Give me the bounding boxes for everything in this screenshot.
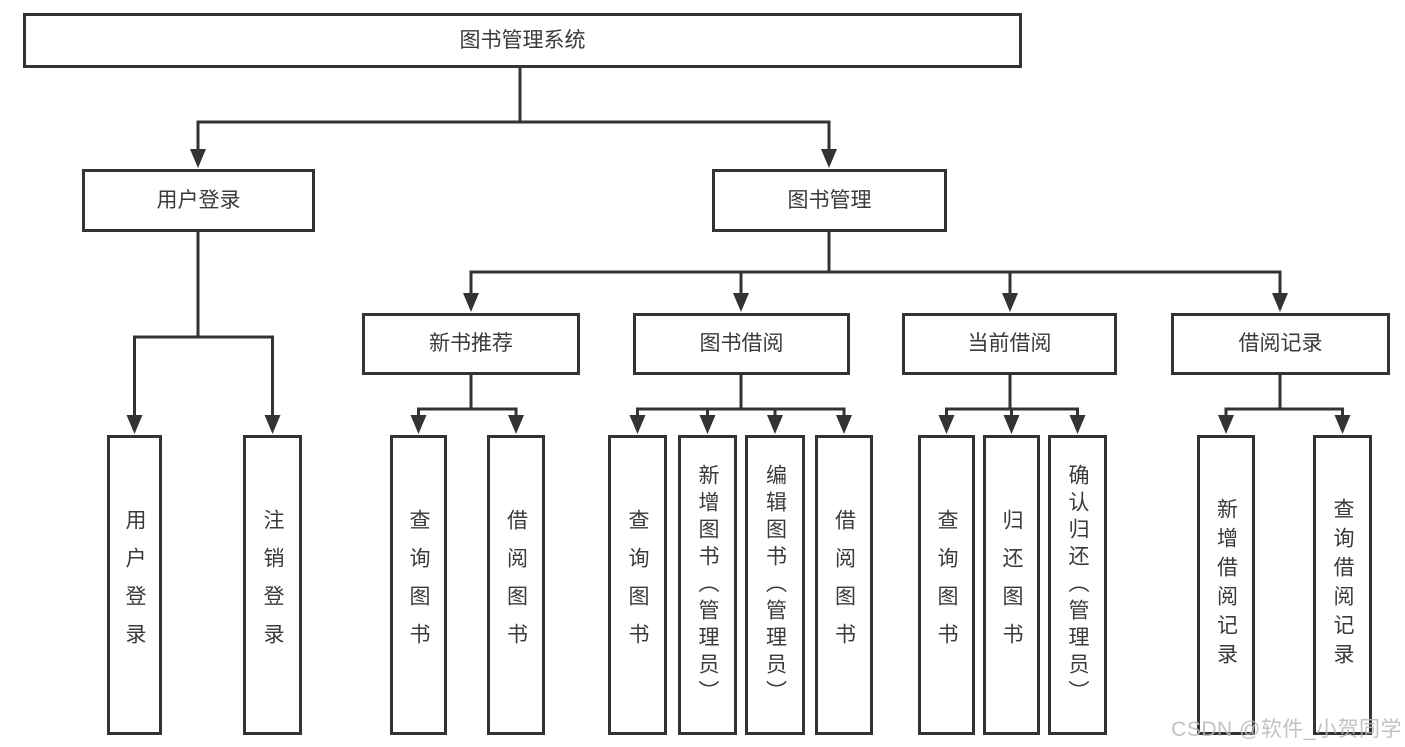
- node-label: 用户登录: [156, 188, 241, 212]
- leaf-add-books-admin: 新增图书（管理员）: [678, 435, 737, 735]
- node-label: 当前借阅: [967, 332, 1052, 356]
- node-label: 归还图书: [1000, 509, 1024, 661]
- node-label: 查询图书: [407, 509, 431, 661]
- node-label: 用户登录: [123, 509, 147, 661]
- leaf-logout: 注销登录: [243, 435, 302, 735]
- node-label: 新增图书（管理员）: [696, 463, 720, 707]
- node-user-login: 用户登录: [82, 169, 315, 232]
- node-borrowing-records: 借阅记录: [1171, 313, 1390, 375]
- node-label: 图书借阅: [699, 332, 784, 356]
- leaf-query-books-current: 查询图书: [918, 435, 975, 735]
- node-label: 编辑图书（管理员）: [763, 463, 787, 707]
- csdn-watermark: CSDN @软件_小贺同学: [1171, 718, 1402, 741]
- node-label: 注销登录: [261, 509, 285, 661]
- node-label: 新增借阅记录: [1214, 498, 1238, 672]
- leaf-borrow-books-recommend: 借阅图书: [487, 435, 545, 735]
- node-book-management: 图书管理: [712, 169, 947, 232]
- leaf-query-borrow-record: 查询借阅记录: [1313, 435, 1372, 735]
- leaf-query-books-recommend: 查询图书: [390, 435, 447, 735]
- leaf-return-books: 归还图书: [983, 435, 1040, 735]
- leaf-confirm-return-admin: 确认归还（管理员）: [1048, 435, 1107, 735]
- node-library-management-system: 图书管理系统: [23, 13, 1022, 68]
- node-label: 借阅图书: [504, 509, 528, 661]
- node-new-book-recommendation: 新书推荐: [362, 313, 580, 375]
- leaf-edit-books-admin: 编辑图书（管理员）: [745, 435, 805, 735]
- leaf-user-login: 用户登录: [107, 435, 162, 735]
- node-label: 图书管理系统: [459, 28, 586, 52]
- node-label: 图书管理: [787, 188, 872, 212]
- node-label: 查询图书: [626, 509, 650, 661]
- node-label: 确认归还（管理员）: [1066, 463, 1090, 707]
- leaf-query-books-borrowing: 查询图书: [608, 435, 667, 735]
- node-label: 借阅记录: [1238, 332, 1323, 356]
- node-label: 查询借阅记录: [1331, 498, 1355, 672]
- node-label: 借阅图书: [832, 509, 856, 661]
- node-book-borrowing: 图书借阅: [633, 313, 850, 375]
- leaf-borrow-books-borrowing: 借阅图书: [815, 435, 873, 735]
- node-label: 新书推荐: [429, 332, 513, 356]
- leaf-add-borrow-record: 新增借阅记录: [1197, 435, 1255, 735]
- node-current-borrowing: 当前借阅: [902, 313, 1117, 375]
- node-label: 查询图书: [935, 509, 959, 661]
